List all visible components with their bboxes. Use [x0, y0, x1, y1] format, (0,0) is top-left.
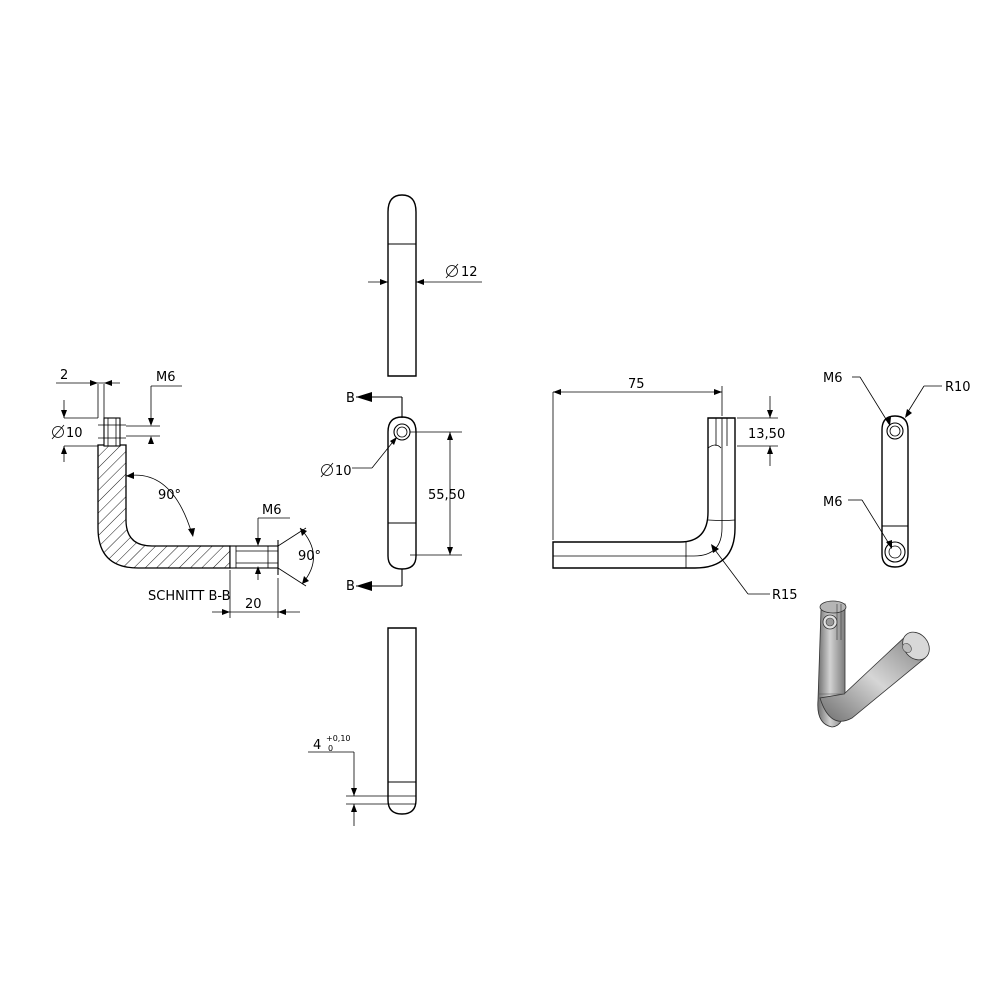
threaded-hole-top [103, 417, 121, 447]
end-view: M6 R10 M6 [823, 371, 971, 568]
dim-angle-bend: 90° [158, 488, 181, 503]
dim-slot-depth: 13,50 [748, 427, 785, 442]
dim-slot-width-bottom: 4 [313, 738, 321, 753]
dim-bend-radius: R15 [772, 588, 798, 603]
dim-thread-lower: M6 [823, 495, 843, 510]
section-label: SCHNITT B-B [148, 589, 231, 604]
dim-thread-upper: M6 [823, 371, 843, 386]
dim-hole-distance: 55,50 [428, 488, 465, 503]
front-bottom-view: 4 +0,10 0 [308, 627, 417, 826]
front-middle-view: B B 10 55,50 [320, 391, 465, 594]
side-view: 75 13,50 R15 [552, 377, 798, 603]
dim-thread-depth: 20 [245, 597, 262, 612]
dim-diameter: 10 [66, 426, 83, 441]
end-hole-bottom [884, 541, 906, 563]
section-mark-bottom: B [346, 579, 355, 594]
dim-thread-top: M6 [156, 370, 176, 385]
threaded-hole-side [229, 545, 279, 569]
front-top-view: 12 [368, 194, 482, 377]
isometric-view [817, 600, 930, 728]
diameter-symbol [320, 462, 334, 478]
dim-rod-diameter: 12 [461, 265, 478, 280]
dim-thread-side: M6 [262, 503, 282, 518]
dim-end-radius: R10 [945, 380, 971, 395]
tolerance-upper: +0,10 [326, 734, 351, 743]
end-hole-top [886, 422, 904, 440]
dim-hole-diameter: 10 [335, 464, 352, 479]
section-mark-top: B [346, 391, 355, 406]
diameter-symbol [51, 424, 65, 440]
dim-length: 75 [628, 377, 645, 392]
tolerance-lower: 0 [328, 744, 333, 753]
section-view: 2 M6 10 90° M6 [51, 368, 321, 618]
diameter-symbol [445, 263, 459, 279]
section-body [97, 444, 231, 569]
dim-angle-end: 90° [298, 549, 321, 564]
dim-slot-width: 2 [60, 368, 68, 383]
